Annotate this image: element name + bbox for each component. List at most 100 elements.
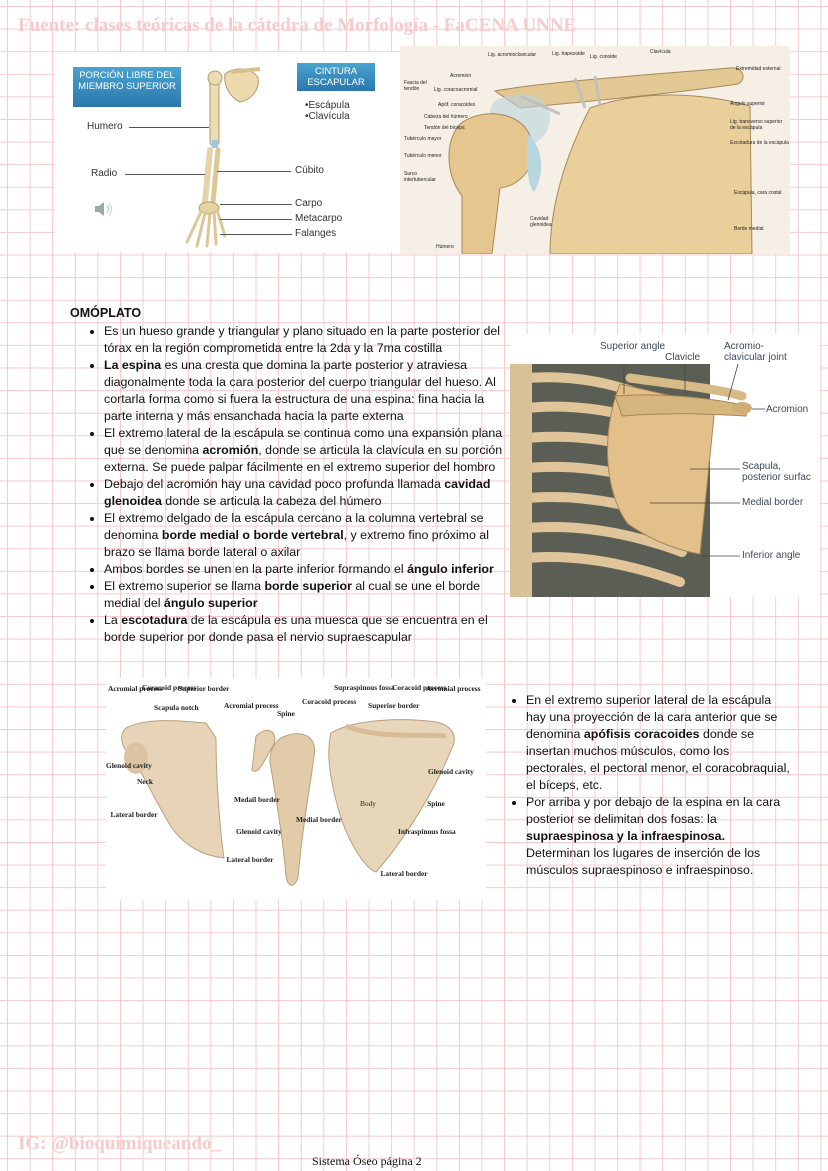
omoplato-bullet: El extremo delgado de la escápula cercan…: [104, 510, 510, 561]
bullet-text: En el extremo superior lateral de la esc…: [526, 693, 778, 741]
scapula-posterior-figure: Superior angle Clavicle Acromio-clavicul…: [510, 334, 820, 597]
bullet-text: donde se articula la cabeza del húmero: [161, 494, 382, 508]
label-sternal-end: Extremidad esternal: [736, 66, 781, 72]
v1-superior-border: Superior border: [178, 684, 230, 693]
label-carpus: Carpo: [295, 198, 323, 209]
bullet-text: Debajo del acromión hay una cavidad poco…: [104, 477, 445, 491]
section-title: OMÓPLATO: [70, 306, 142, 320]
speaker-icon[interactable]: [93, 200, 115, 218]
label-glenoid-cavity: Cavidad glenoidea: [530, 216, 552, 228]
shoulder-illustration: [400, 46, 790, 254]
page-footer: Sistema Óseo página 2: [312, 1154, 422, 1168]
label-costal-face: Escápula, cara costal: [734, 190, 782, 196]
scapula-ribcage-illustration: [510, 364, 752, 597]
shoulder-joint-figure: Lig. acromioclavicular Lig. trapezoide L…: [400, 46, 790, 254]
label-greater-tubercle: Tubérculo mayor: [404, 136, 442, 142]
bold-term: ángulo superior: [163, 596, 258, 610]
bullet-text: al cual se une el borde medial del: [104, 579, 481, 610]
label-tendon-fascia: Fascia del tendón: [404, 80, 427, 92]
label-humerus: Humero: [87, 121, 123, 132]
label-superior-angle: Ángulo superior: [730, 101, 766, 107]
bullet-text: La: [104, 613, 122, 627]
v2-glenoid-cavity: Glenoid cavity: [236, 827, 282, 836]
label-coracoid: Apóf. coracoides: [438, 102, 476, 108]
scapula-views-figure: Acromial process Coracoid process Superi…: [106, 678, 486, 900]
back-figure-leaders: [623, 363, 765, 557]
bold-term: ángulo inferior: [407, 562, 494, 576]
bullet-text: El extremo superior se llama: [104, 579, 265, 593]
label-scapular-notch: Escotadura de la escápula: [730, 140, 789, 146]
label-acromion: Acromion: [766, 404, 809, 415]
v1-scapula-notch: Scapula notch: [154, 703, 199, 712]
omoplato-bullet: La espina es una cresta que domina la pa…: [104, 357, 510, 425]
omoplato-bullet-list: Es un hueso grande y triangular y plano …: [70, 323, 510, 646]
bullet-text: Determinan los lugares de inserción de l…: [526, 846, 761, 877]
label-clavicle: Clavícula: [650, 49, 671, 55]
coracoid-bullet: Por arriba y por debajo de la espina en …: [526, 794, 792, 879]
v2-acromial-process: Acromial process: [224, 701, 279, 710]
label-intertubercular: Surco intertubercular: [404, 171, 436, 183]
v3-coracoid-process: Coracoid process: [392, 683, 447, 692]
v1-neck: Neck: [136, 777, 153, 786]
label-lesser-tubercle: Tubérculo menor: [404, 153, 442, 159]
omoplato-bullet: Debajo del acromión hay una cavidad poco…: [104, 476, 510, 510]
v3-infraspinous-fossa: Infraspinous fossa: [398, 827, 456, 836]
v1-lateral-border: Lateral border: [110, 810, 158, 819]
coracoid-section: En el extremo superior lateral de la esc…: [510, 692, 792, 879]
label-biceps-tendon: Tendón del bíceps: [424, 125, 465, 131]
coracoid-bullet-list: En el extremo superior lateral de la esc…: [510, 692, 792, 879]
girdle-part-clavicle: •Clavícula: [305, 111, 350, 122]
label-humeral-head: Cabeza del húmero: [424, 114, 468, 120]
label-medial-border: Medial border: [742, 497, 804, 508]
omoplato-bullet: Ambos bordes se unen en la parte inferio…: [104, 561, 510, 578]
bullet-text: donde se insertan muchos músculos, como …: [526, 727, 790, 792]
omoplato-bullet: El extremo superior se llama borde super…: [104, 578, 510, 612]
v1-acromial-process: Acromial process: [108, 684, 163, 693]
bold-term: escotadura: [121, 613, 188, 627]
label-radius: Radio: [91, 168, 118, 179]
girdle-parts: •Escápula •Clavícula: [305, 100, 350, 122]
v2-coracoid-process: Coracoid process: [302, 697, 357, 706]
v3-acromial-process: Acromial process: [426, 684, 481, 693]
v3-body: Body: [359, 799, 376, 808]
label-ulna: Cúbito: [295, 165, 324, 176]
label-phalanges: Falanges: [295, 228, 337, 239]
v3-lateral-border: Lateral border: [380, 869, 428, 878]
v1-coracoid-process: Coracoid process: [142, 683, 197, 692]
bullet-text: El extremo delgado de la escápula cercan…: [104, 511, 484, 542]
label-trapezoid-ligament: Lig. trapezoide: [552, 51, 585, 57]
bullet-text: Por arriba y por debajo de la espina en …: [526, 795, 781, 826]
omoplato-section: OMÓPLATO Es un hueso grande y triangular…: [70, 305, 510, 646]
label-ac-ligament: Lig. acromioclavicular: [488, 52, 537, 58]
v1-glenoid-cavity: Glenoid cavity: [106, 761, 152, 770]
label-coracoacromial: Lig. coracoacromial: [434, 87, 478, 93]
bold-term: acromión: [202, 443, 259, 457]
girdle-part-scapula: •Escápula: [305, 100, 350, 111]
bold-term: borde medial o borde vertebral: [161, 528, 344, 542]
bold-term: supraespinosa y la infraespinosa.: [526, 829, 726, 843]
bullet-text: de la escápula es una muesca que se encu…: [104, 613, 488, 644]
label-humerus: Húmero: [436, 244, 454, 250]
free-limb-box: PORCIÓN LIBRE DEL MIEMBRO SUPERIOR: [73, 67, 181, 107]
label-clavicle: Clavicle: [665, 352, 701, 363]
label-inferior-angle: Inferior angle: [742, 550, 801, 561]
label-ac-joint: Acromio-clavicular joint: [724, 341, 787, 363]
bullet-text: , y extremo fino próximo al brazo se lla…: [104, 528, 489, 559]
label-transverse-ligament: Lig. transverso superior de la escápula: [730, 119, 783, 131]
limb-skeleton-illustration: [185, 67, 261, 248]
bullet-text: , donde se articula la clavícula en su p…: [104, 443, 503, 474]
omoplato-bullet: Es un hueso grande y triangular y plano …: [104, 323, 510, 357]
v3-spine: Spine: [427, 799, 445, 808]
scapula-views-illustration: [121, 719, 455, 886]
girdle-box: CINTURA ESCAPULAR: [297, 63, 375, 91]
v2-spine: Spine: [277, 709, 295, 718]
label-scapula-posterior: Scapula, posterior surfac: [742, 461, 811, 483]
v3-superior-border: Superior border: [368, 701, 420, 710]
v3-medial-border: Medial border: [296, 815, 342, 824]
bullet-text: El extremo lateral de la escápula se con…: [104, 426, 503, 457]
omoplato-bullet: La escotadura de la escápula es una mues…: [104, 612, 510, 646]
bullet-text: Es un hueso grande y triangular y plano …: [104, 324, 501, 355]
label-conoid-ligament: Lig. conoide: [590, 54, 617, 60]
v2-lateral-border: Lateral border: [226, 855, 274, 864]
bold-term: La espina: [104, 358, 162, 372]
